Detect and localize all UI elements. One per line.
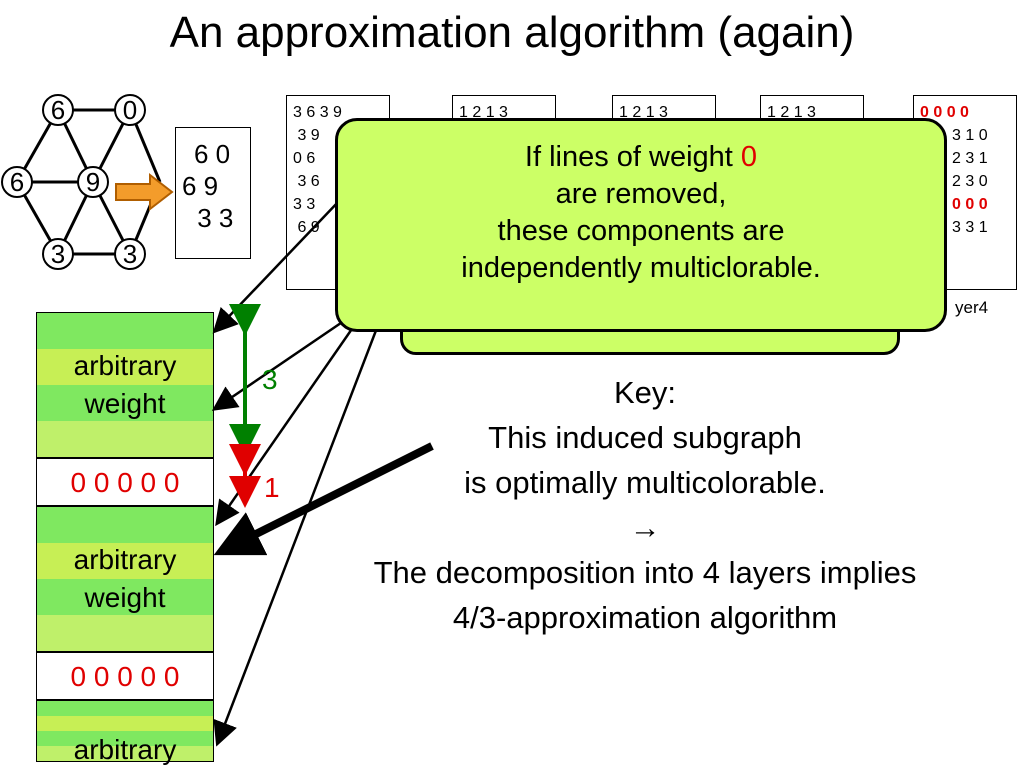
band-text: weight	[84, 582, 166, 613]
callout-weight-value: 0	[740, 141, 758, 173]
matrix-row: 0 0 0 0	[920, 104, 969, 121]
callout-line: independently multiclorable.	[461, 252, 821, 284]
matrix-row: 2 3 1	[952, 150, 988, 167]
matrix-row: 3 6 3 9	[293, 104, 342, 121]
key-line: Key:	[613, 375, 677, 410]
key-arrow: →	[629, 510, 661, 545]
matrix-row: 1 2 1 3	[619, 104, 668, 121]
key-line: is optimally multicolorable.	[464, 465, 826, 500]
range-label-3: 3	[262, 364, 278, 395]
callout-line: these components are	[497, 215, 785, 247]
callout-text: If lines of weight	[524, 141, 741, 173]
matrix-row: 3 9	[293, 127, 320, 144]
weights-row: 6 0	[194, 139, 231, 169]
matrix-row: 3 3 1	[952, 219, 988, 236]
key-text-block: Key: This induced subgraph is optimally …	[270, 370, 1020, 640]
key-line: 4/3-approximation algorithm	[452, 600, 838, 635]
band-text: arbitrary	[73, 734, 177, 765]
graph-node: 3	[114, 238, 146, 270]
matrix-row: 3 6	[293, 173, 320, 190]
matrix-row: 1 2 1 3	[459, 104, 508, 121]
callout-line: If lines of weight 0	[338, 139, 944, 176]
graph-node: 6	[1, 166, 33, 198]
slide-title: An approximation algorithm (again)	[169, 8, 855, 57]
matrix-row: 3 3	[293, 196, 316, 213]
zero-band: 0 0 0 0 0	[36, 652, 214, 700]
arbitrary-band: arbitrary weight	[36, 312, 214, 458]
band-text: arbitrary	[73, 350, 177, 381]
weights-row: 3 3	[190, 203, 234, 233]
band-text: arbitrary	[73, 544, 177, 575]
callout-line: are removed,	[555, 178, 727, 210]
layer-label: yer4	[955, 298, 989, 317]
key-line: This induced subgraph	[488, 420, 802, 455]
zero-band: 0 0 0 0 0	[36, 458, 214, 506]
arbitrary-band: arbitrary weight	[36, 506, 214, 652]
graph-node: 0	[114, 94, 146, 126]
callout-box: If lines of weight 0 are removed, these …	[335, 118, 947, 332]
matrix-row: 0 6	[293, 150, 316, 167]
matrix-row: 1 2 1 3	[767, 104, 816, 121]
orange-arrow-icon	[115, 172, 174, 212]
band-text: weight	[84, 388, 166, 419]
weights-row: 6 9	[182, 171, 219, 201]
range-label-1: 1	[264, 472, 280, 503]
graph-node: 3	[42, 238, 74, 270]
matrix-row: 0 0 0	[952, 196, 988, 213]
graph-node: 9	[77, 166, 109, 198]
graph-node: 6	[42, 94, 74, 126]
weights-box: 6 0 6 9 3 3	[175, 127, 251, 259]
layer-column: arbitrary weight 0 0 0 0 0 arbitrary wei…	[36, 312, 214, 765]
matrix-row: 3 1 0	[952, 127, 988, 144]
matrix-row: 2 3 0	[952, 173, 988, 190]
key-line: The decomposition into 4 layers implies	[373, 555, 917, 590]
